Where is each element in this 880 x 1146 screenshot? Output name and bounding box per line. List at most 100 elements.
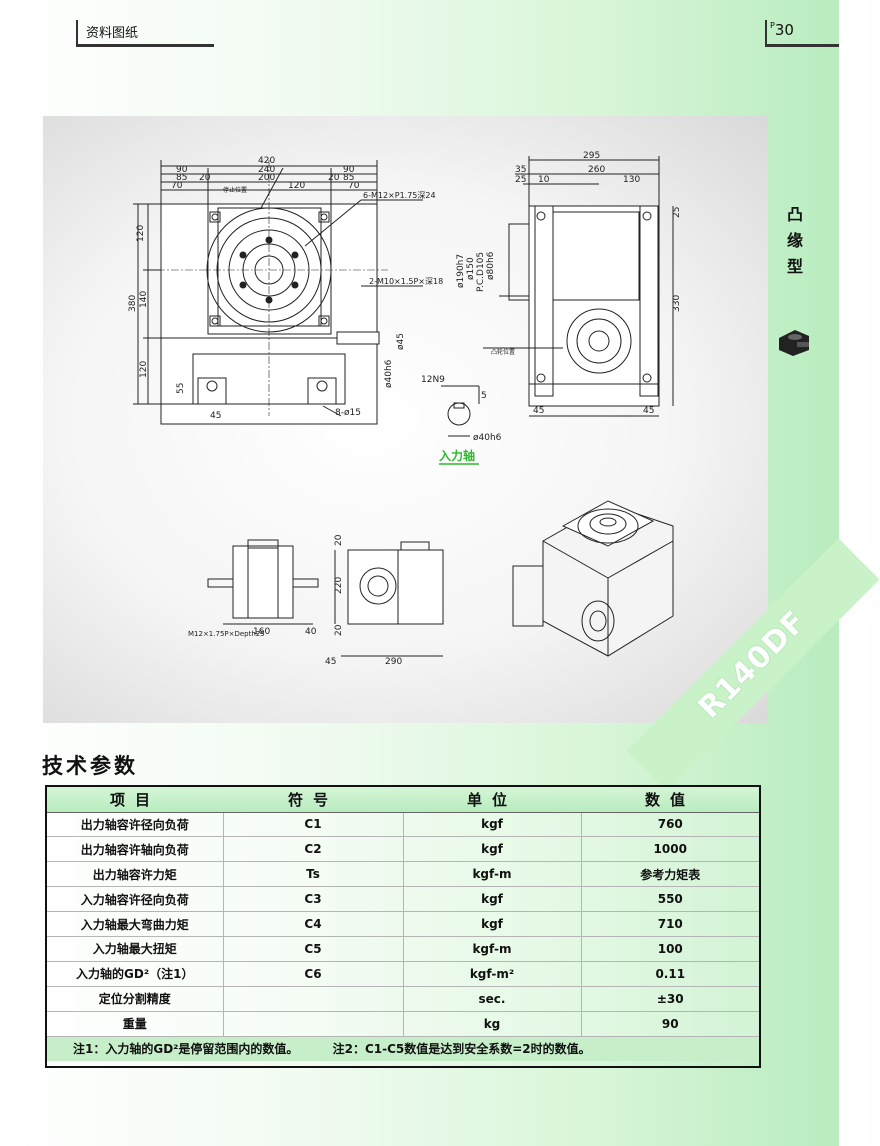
cell-value: 760	[581, 812, 759, 838]
callout-text: 8-ø15	[335, 408, 361, 418]
cell-symbol: Ts	[223, 861, 404, 888]
bottom-view-left	[207, 539, 319, 625]
technical-drawing-panel: 420 90 240 90 85 20 200 20 85 70 120 70 …	[43, 116, 880, 792]
cell-symbol	[223, 986, 404, 1012]
table-row: 出力轴容许径向负荷 C1 kgf 760	[47, 812, 759, 838]
header-right-underline	[765, 44, 839, 47]
cell-symbol: C3	[223, 886, 404, 913]
dim-text: 295	[583, 151, 600, 161]
dim-text: 120	[136, 225, 146, 242]
cell-name: 入力轴最大弯曲力矩	[47, 911, 224, 937]
dim-text: 85	[176, 173, 187, 183]
dim-text: 20	[328, 173, 340, 183]
cell-unit: kgf	[403, 836, 582, 863]
header-left-bracket	[76, 20, 78, 46]
input-shaft-dimensions: 12N9 5 ø40h6	[421, 375, 502, 443]
cell-value: 710	[581, 911, 759, 937]
cell-symbol: C4	[223, 911, 404, 937]
table-row: 入力轴容许径向负荷 C3 kgf 550	[47, 886, 759, 913]
cell-name: 入力轴容许径向负荷	[47, 886, 224, 913]
isometric-view	[512, 500, 674, 657]
dim-text: 5	[481, 391, 487, 401]
cell-value: 100	[581, 936, 759, 962]
cell-value: ±30	[581, 986, 759, 1012]
cell-value: 1000	[581, 836, 759, 863]
dim-text: 380	[128, 295, 138, 312]
dim-text: 55	[176, 383, 186, 394]
callout-text: 停止位置	[223, 186, 247, 194]
cell-name: 入力轴的GD²（注1）	[47, 961, 224, 987]
table-row: 出力轴容许力矩 Ts kgf-m 参考力矩表	[47, 861, 759, 888]
callout-text: ø40h6	[384, 359, 394, 388]
dim-text: 25	[672, 207, 682, 218]
callout-text: 6-M12×P1.75深24	[363, 191, 436, 200]
front-view-dimensions: 420 90 240 90 85 20 200 20 85 70 120 70 …	[128, 156, 443, 421]
table-row: 定位分割精度 sec. ±30	[47, 986, 759, 1012]
dim-text: 20	[334, 534, 344, 546]
cell-name: 重量	[47, 1011, 224, 1037]
section-title: 技术参数	[42, 754, 138, 778]
cell-symbol: C2	[223, 836, 404, 863]
page-number: P30	[770, 21, 794, 39]
dim-text: 20	[334, 624, 344, 636]
col-header-item: 项目	[47, 787, 223, 813]
dim-text: 40	[305, 627, 317, 637]
cell-name: 入力轴最大扭矩	[47, 936, 224, 962]
product-type-label: 凸缘型	[786, 205, 803, 276]
input-shaft-detail	[441, 385, 480, 437]
dim-text: 260	[588, 165, 605, 175]
dim-text: 240	[258, 165, 275, 175]
cell-value: 0.11	[581, 961, 759, 987]
side-view-dimensions: 295 35 260 25 10 130 25 330 45 45 ø190h7…	[456, 151, 682, 416]
table-row: 重量 kg 90	[47, 1011, 759, 1037]
col-header-symbol: 符号	[223, 787, 403, 813]
dim-text: 20	[199, 173, 211, 183]
dim-text: 160	[253, 627, 270, 637]
cell-name: 出力轴容许力矩	[47, 861, 224, 888]
cell-value: 90	[581, 1011, 759, 1037]
header-right-bracket	[765, 20, 767, 46]
cell-unit: kgf	[403, 886, 582, 913]
dim-text: 10	[538, 175, 550, 185]
dim-text: ø40h6	[473, 433, 502, 443]
dim-text: 25	[515, 175, 526, 185]
callout-text: 凸轮位置	[491, 348, 515, 356]
side-view	[483, 156, 674, 417]
callout-text: ø45	[396, 333, 406, 350]
input-shaft-label: 入力轴	[439, 448, 475, 463]
spec-table: 项目 符号 单位 数值 出力轴容许径向负荷 C1 kgf 760 出力轴容许轴向…	[45, 785, 761, 1068]
dim-text: 12N9	[421, 375, 445, 385]
cell-unit: kgf	[403, 812, 582, 838]
dim-text: 130	[623, 175, 640, 185]
dim-text: 330	[672, 295, 682, 312]
cell-name: 出力轴容许轴向负荷	[47, 836, 224, 863]
dim-text: 420	[258, 156, 275, 166]
header-section-title: 资料图纸	[86, 26, 139, 41]
dim-text: 35	[515, 165, 526, 175]
dim-text: 90	[343, 165, 355, 175]
dim-text: 200	[258, 173, 275, 183]
bottom-left-dimensions: M12×1.75P×Depth25 160 40	[188, 627, 317, 638]
technical-drawing: 420 90 240 90 85 20 200 20 85 70 120 70 …	[128, 151, 682, 667]
note-2: 注2：C1-C5数值是达到安全系数=2时的数值。	[332, 1042, 591, 1057]
cell-value: 550	[581, 886, 759, 913]
cell-unit: kgf-m	[403, 936, 582, 962]
dim-text: 85	[343, 173, 354, 183]
cell-unit: kgf-m²	[403, 961, 582, 987]
dim-text: 45	[533, 406, 544, 416]
table-row: 入力轴的GD²（注1） C6 kgf-m² 0.11	[47, 961, 759, 987]
dim-text: P.C.D105	[476, 252, 486, 292]
dim-text: ø80h6	[486, 251, 496, 280]
cell-name: 出力轴容许径向负荷	[47, 812, 224, 838]
header-left-underline	[76, 44, 214, 47]
front-view	[133, 160, 423, 425]
product-thumbnail-icon	[779, 330, 809, 356]
cell-unit: kgf	[403, 911, 582, 937]
table-header-row: 项目 符号 单位 数值	[47, 787, 759, 813]
table-row: 出力轴容许轴向负荷 C2 kgf 1000	[47, 836, 759, 863]
dim-text: 120	[288, 181, 305, 191]
dim-text: 45	[643, 406, 654, 416]
dim-text: 90	[176, 165, 188, 175]
table-row: 入力轴最大弯曲力矩 C4 kgf 710	[47, 911, 759, 937]
bottom-right-dimensions: 220 20 20 45 290	[325, 534, 402, 667]
